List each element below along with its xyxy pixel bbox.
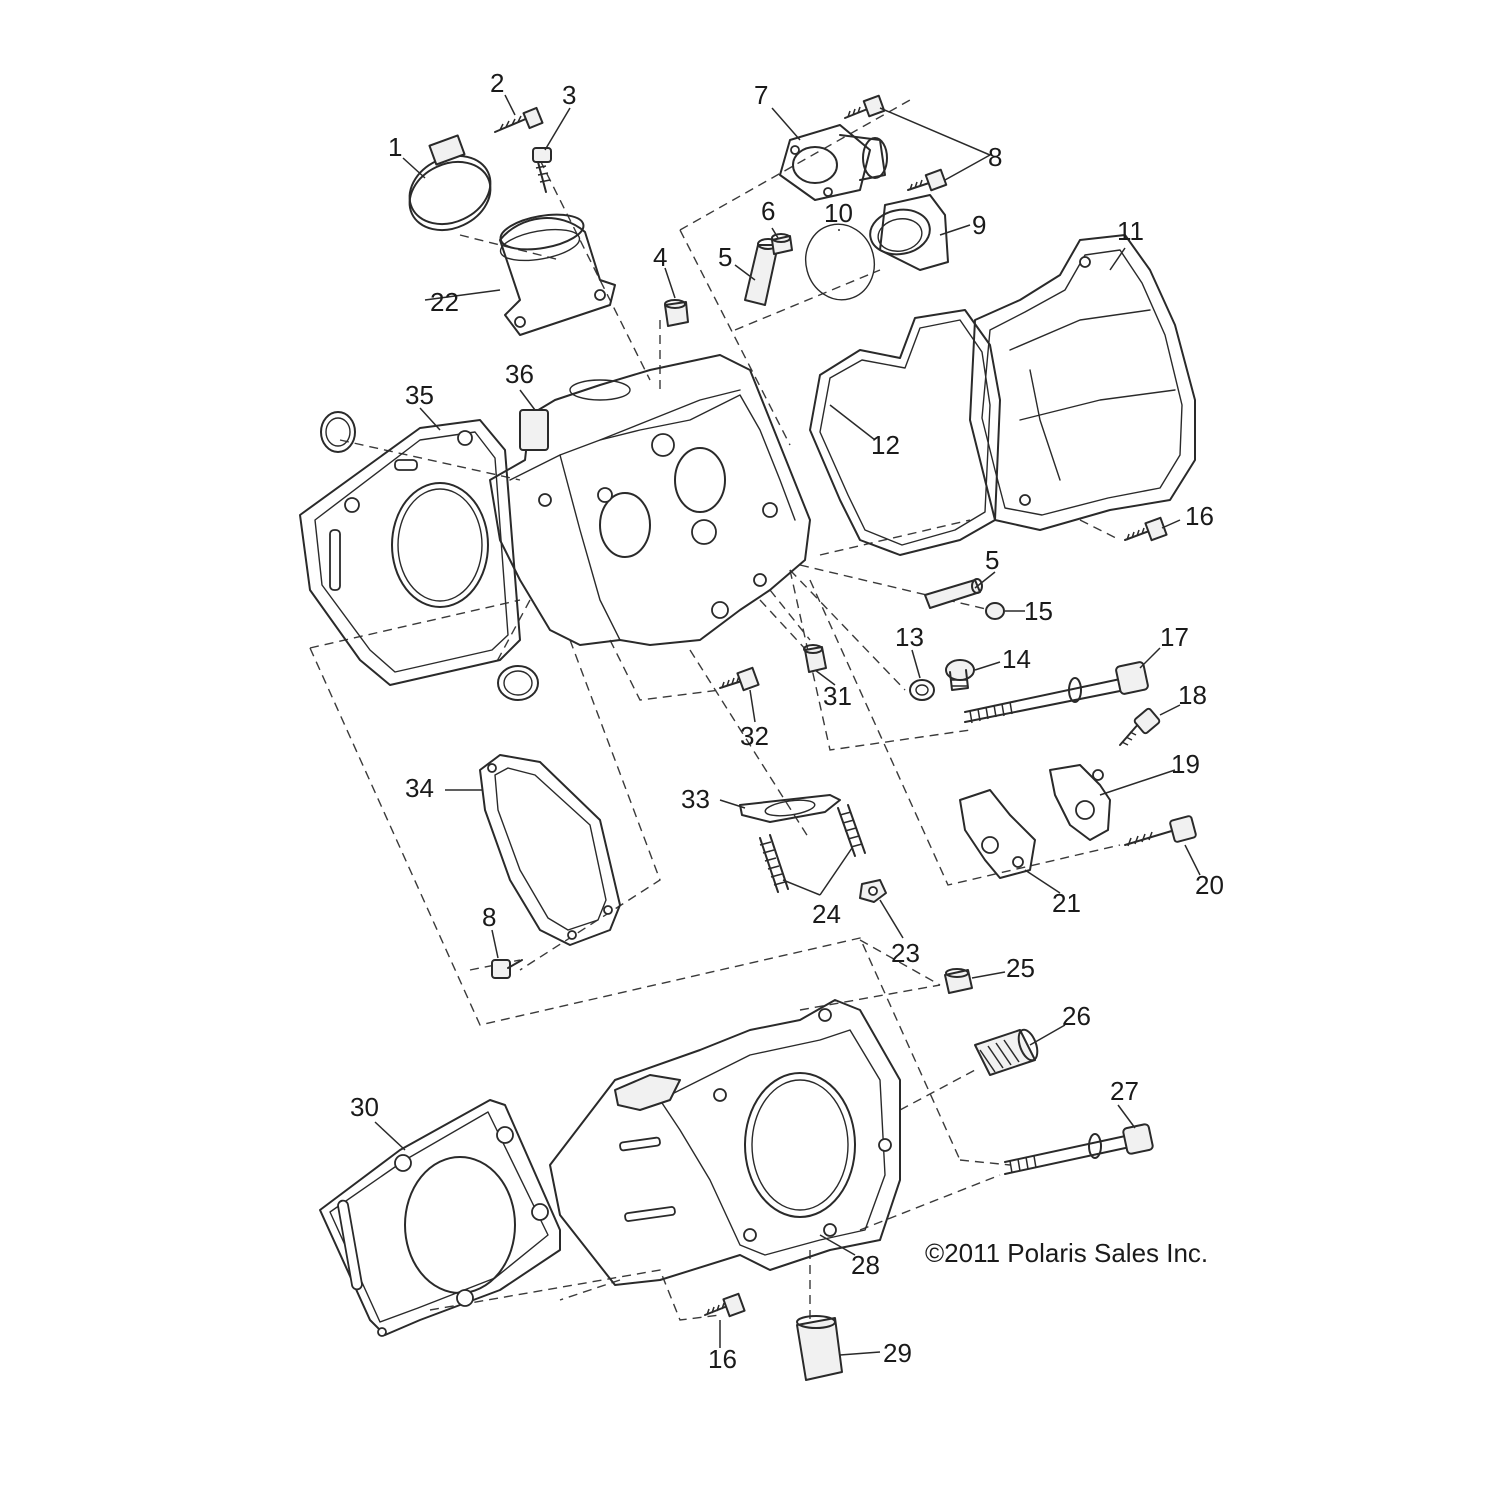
callout-10: 10 <box>824 198 853 228</box>
callout-18: 18 <box>1178 680 1207 710</box>
part-4-dowel <box>664 299 689 327</box>
callout-8-top: 8 <box>988 142 1002 172</box>
part-16-bolt-upper <box>1124 516 1168 542</box>
part-28-cylinder <box>549 999 901 1286</box>
part-33-gasket <box>739 794 841 823</box>
part-26-fitting <box>974 1028 1039 1076</box>
callout-9: 9 <box>972 210 986 240</box>
part-34-gasket <box>479 754 621 946</box>
part-12-cover-gasket <box>809 309 1001 556</box>
part-25-dowel <box>944 968 973 994</box>
part-8-bolt-lower <box>491 959 523 979</box>
callout-31: 31 <box>823 681 852 711</box>
callout-11: 11 <box>1117 216 1144 246</box>
part-6-seal <box>771 233 793 255</box>
callout-2: 2 <box>490 68 504 98</box>
callout-33: 33 <box>681 784 710 814</box>
callout-1: 1 <box>388 132 402 162</box>
part-9-outlet <box>869 194 949 271</box>
callout-4: 4 <box>653 242 667 272</box>
callout-32: 32 <box>740 721 769 751</box>
callout-labels: 1 2 3 4 5 5 6 7 8 8 9 10 11 12 13 14 15 … <box>350 68 1224 1374</box>
part-17-head-bolt <box>964 661 1149 724</box>
callout-21: 21 <box>1052 888 1081 918</box>
part-8-bolts-top <box>844 94 948 192</box>
callout-6: 6 <box>761 196 775 226</box>
callout-17: 17 <box>1160 622 1189 652</box>
part-20-bolt <box>1124 815 1197 847</box>
part-23-nut <box>859 879 887 903</box>
callout-36: 36 <box>505 359 534 389</box>
part-32-bolt <box>719 666 760 692</box>
callout-34: 34 <box>405 773 434 803</box>
callout-14: 14 <box>1002 644 1031 674</box>
callout-13: 13 <box>895 622 924 652</box>
part-24-studs <box>759 804 866 893</box>
callout-12: 12 <box>871 430 900 460</box>
part-3-screw <box>532 147 552 193</box>
callout-19: 19 <box>1171 749 1200 779</box>
assembly-dashed-lines <box>309 99 1121 1321</box>
callout-23: 23 <box>891 938 920 968</box>
part-1-clamp <box>408 134 492 232</box>
callout-28: 28 <box>851 1250 880 1280</box>
callout-15: 15 <box>1024 596 1053 626</box>
part-35-head-gasket <box>299 419 521 686</box>
part-2-screw <box>494 106 544 133</box>
part-14-plug <box>945 659 975 691</box>
part-21-bracket <box>959 789 1036 879</box>
part-5-valve-guide-lower <box>924 578 983 609</box>
callout-35: 35 <box>405 380 434 410</box>
part-29-dowel <box>796 1315 843 1381</box>
part-27-bolt <box>1004 1123 1154 1175</box>
part-11-valve-cover <box>969 234 1196 531</box>
callout-3: 3 <box>562 80 576 110</box>
part-10-gasket <box>805 223 875 301</box>
leader-lines <box>374 94 1201 1356</box>
part-19-bracket <box>1049 764 1111 841</box>
callout-5-lower: 5 <box>985 545 999 575</box>
callout-26: 26 <box>1062 1001 1091 1031</box>
callout-27: 27 <box>1110 1076 1139 1106</box>
part-16-bolt-lower <box>704 1292 746 1318</box>
valve-seal-rings <box>320 411 539 701</box>
callout-22: 22 <box>430 287 459 317</box>
part-22-intake-boot <box>499 213 616 336</box>
callout-20: 20 <box>1195 870 1224 900</box>
callout-25: 25 <box>1006 953 1035 983</box>
part-15-seal <box>985 602 1005 620</box>
part-31-dowel <box>803 644 827 673</box>
callout-16-upper: 16 <box>1185 501 1214 531</box>
callout-16-lower: 16 <box>708 1344 737 1374</box>
callout-24: 24 <box>812 899 841 929</box>
part-18-bolt <box>1119 707 1161 746</box>
callout-29: 29 <box>883 1338 912 1368</box>
part-13-washer <box>909 679 935 701</box>
part-36-cylinder-head <box>489 354 811 646</box>
callout-7: 7 <box>754 80 768 110</box>
callout-8-lower: 8 <box>482 902 496 932</box>
copyright-notice: ©2011 Polaris Sales Inc. <box>925 1238 1208 1268</box>
callout-30: 30 <box>350 1092 379 1122</box>
part-7-thermostat-housing <box>779 124 888 201</box>
callout-5-upper: 5 <box>718 242 732 272</box>
part-30-base-gasket <box>319 1099 561 1337</box>
